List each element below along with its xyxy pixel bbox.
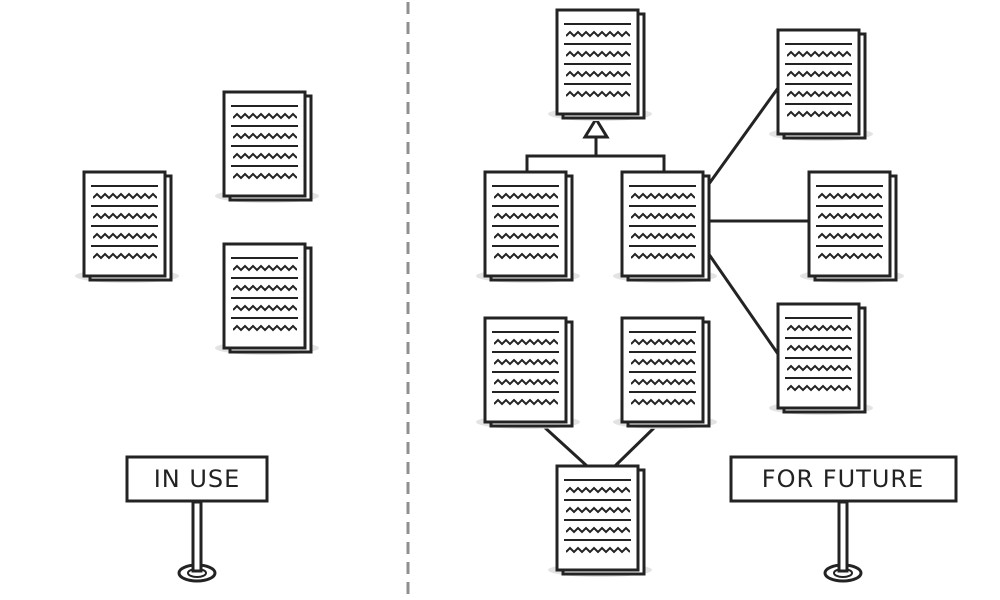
for-future-label: FOR FUTURE [762, 465, 924, 493]
in-use-group [75, 90, 319, 355]
document-stack-icon [215, 242, 319, 355]
link-mid-to-top-right [704, 87, 780, 189]
document-stack-icon [769, 302, 873, 415]
document-stack-icon [613, 170, 717, 283]
link-right-to-bottom [613, 423, 659, 468]
in-use-label: IN USE [154, 465, 241, 493]
for-future-group [476, 8, 904, 577]
document-stack-icon [215, 90, 319, 203]
document-stack-icon [769, 28, 873, 141]
document-stack-icon [548, 464, 652, 577]
document-stack-icon [548, 8, 652, 121]
relationships [525, 87, 810, 468]
document-stack-icon [75, 170, 179, 283]
inheritance-arrow-icon [582, 116, 610, 139]
link-mid-to-bottom-right [704, 249, 780, 355]
document-stack-icon [476, 170, 580, 283]
in-use-sign: IN USE [125, 455, 269, 583]
document-stack-icon [613, 316, 717, 429]
link-left-to-bottom [540, 423, 589, 468]
for-future-sign: FOR FUTURE [729, 455, 958, 583]
document-stack-icon [476, 316, 580, 429]
document-stack-icon [800, 170, 904, 283]
